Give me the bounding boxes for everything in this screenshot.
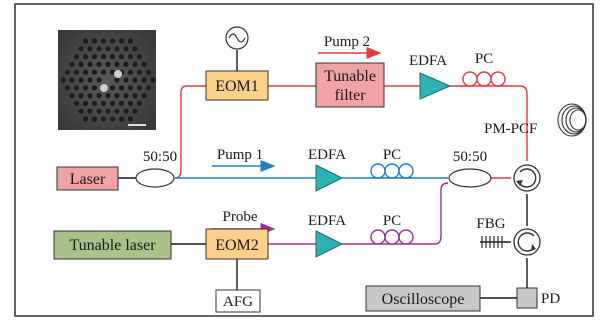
tunable-laser-box xyxy=(53,230,172,260)
probe-label: Probe xyxy=(223,209,258,225)
pc-mid-label: PC xyxy=(383,147,401,163)
circulator-icon-top xyxy=(513,164,541,192)
diagram-frame xyxy=(14,3,594,317)
tunable-filter-label-2: filter xyxy=(334,87,366,104)
red-fiber-upper-branch xyxy=(174,85,528,179)
eom1-box xyxy=(205,70,269,101)
pd-box xyxy=(516,287,538,309)
coupler-2-label: 50:50 xyxy=(453,149,487,165)
edfa-mid-label: EDFA xyxy=(308,147,346,163)
pump1-label: Pump 1 xyxy=(217,147,263,163)
fiber-bragg-grating-icon xyxy=(480,236,504,248)
pc-bot-label: PC xyxy=(383,213,401,229)
tunable-filter-box xyxy=(315,62,385,108)
eom2-label: EOM2 xyxy=(215,237,259,254)
pc-top-loops xyxy=(462,71,506,87)
pc-bot-loops xyxy=(370,229,414,245)
edfa-bot-label: EDFA xyxy=(308,213,346,229)
edfa-top-label: EDFA xyxy=(409,53,447,69)
edfa-mid-triangle xyxy=(315,164,344,192)
fiber-coil-icon xyxy=(557,103,587,137)
afg-label: AFG xyxy=(223,294,253,310)
afg-box xyxy=(215,289,261,313)
pump2-label: Pump 2 xyxy=(324,34,370,50)
coupler-1 xyxy=(135,168,175,188)
oscilloscope-box xyxy=(365,285,481,312)
purple-fiber-probe xyxy=(268,182,449,245)
pc-top-label: PC xyxy=(475,51,493,67)
pm-pcf-label: PM-PCF xyxy=(484,121,537,137)
tunable-laser-label: Tunable laser xyxy=(69,237,156,254)
pc-mid-loops xyxy=(370,163,414,179)
laser-label: Laser xyxy=(70,171,106,188)
edfa-top-triangle xyxy=(419,72,452,100)
circulator-icon-bottom xyxy=(513,228,541,256)
edfa-bot-triangle xyxy=(315,230,344,258)
fiber-cross-section-image xyxy=(58,30,156,130)
laser-box xyxy=(56,166,119,191)
coupler-1-label: 50:50 xyxy=(143,149,177,165)
eom2-box xyxy=(205,228,269,260)
coupler-2 xyxy=(448,168,492,188)
pd-label: PD xyxy=(541,291,560,307)
oscilloscope-label: Oscilloscope xyxy=(382,291,465,308)
sine-wave-icon xyxy=(225,26,249,50)
eom1-label: EOM1 xyxy=(215,78,259,95)
tunable-filter-label-1: Tunable xyxy=(324,68,376,85)
fbg-label: FBG xyxy=(476,216,505,232)
